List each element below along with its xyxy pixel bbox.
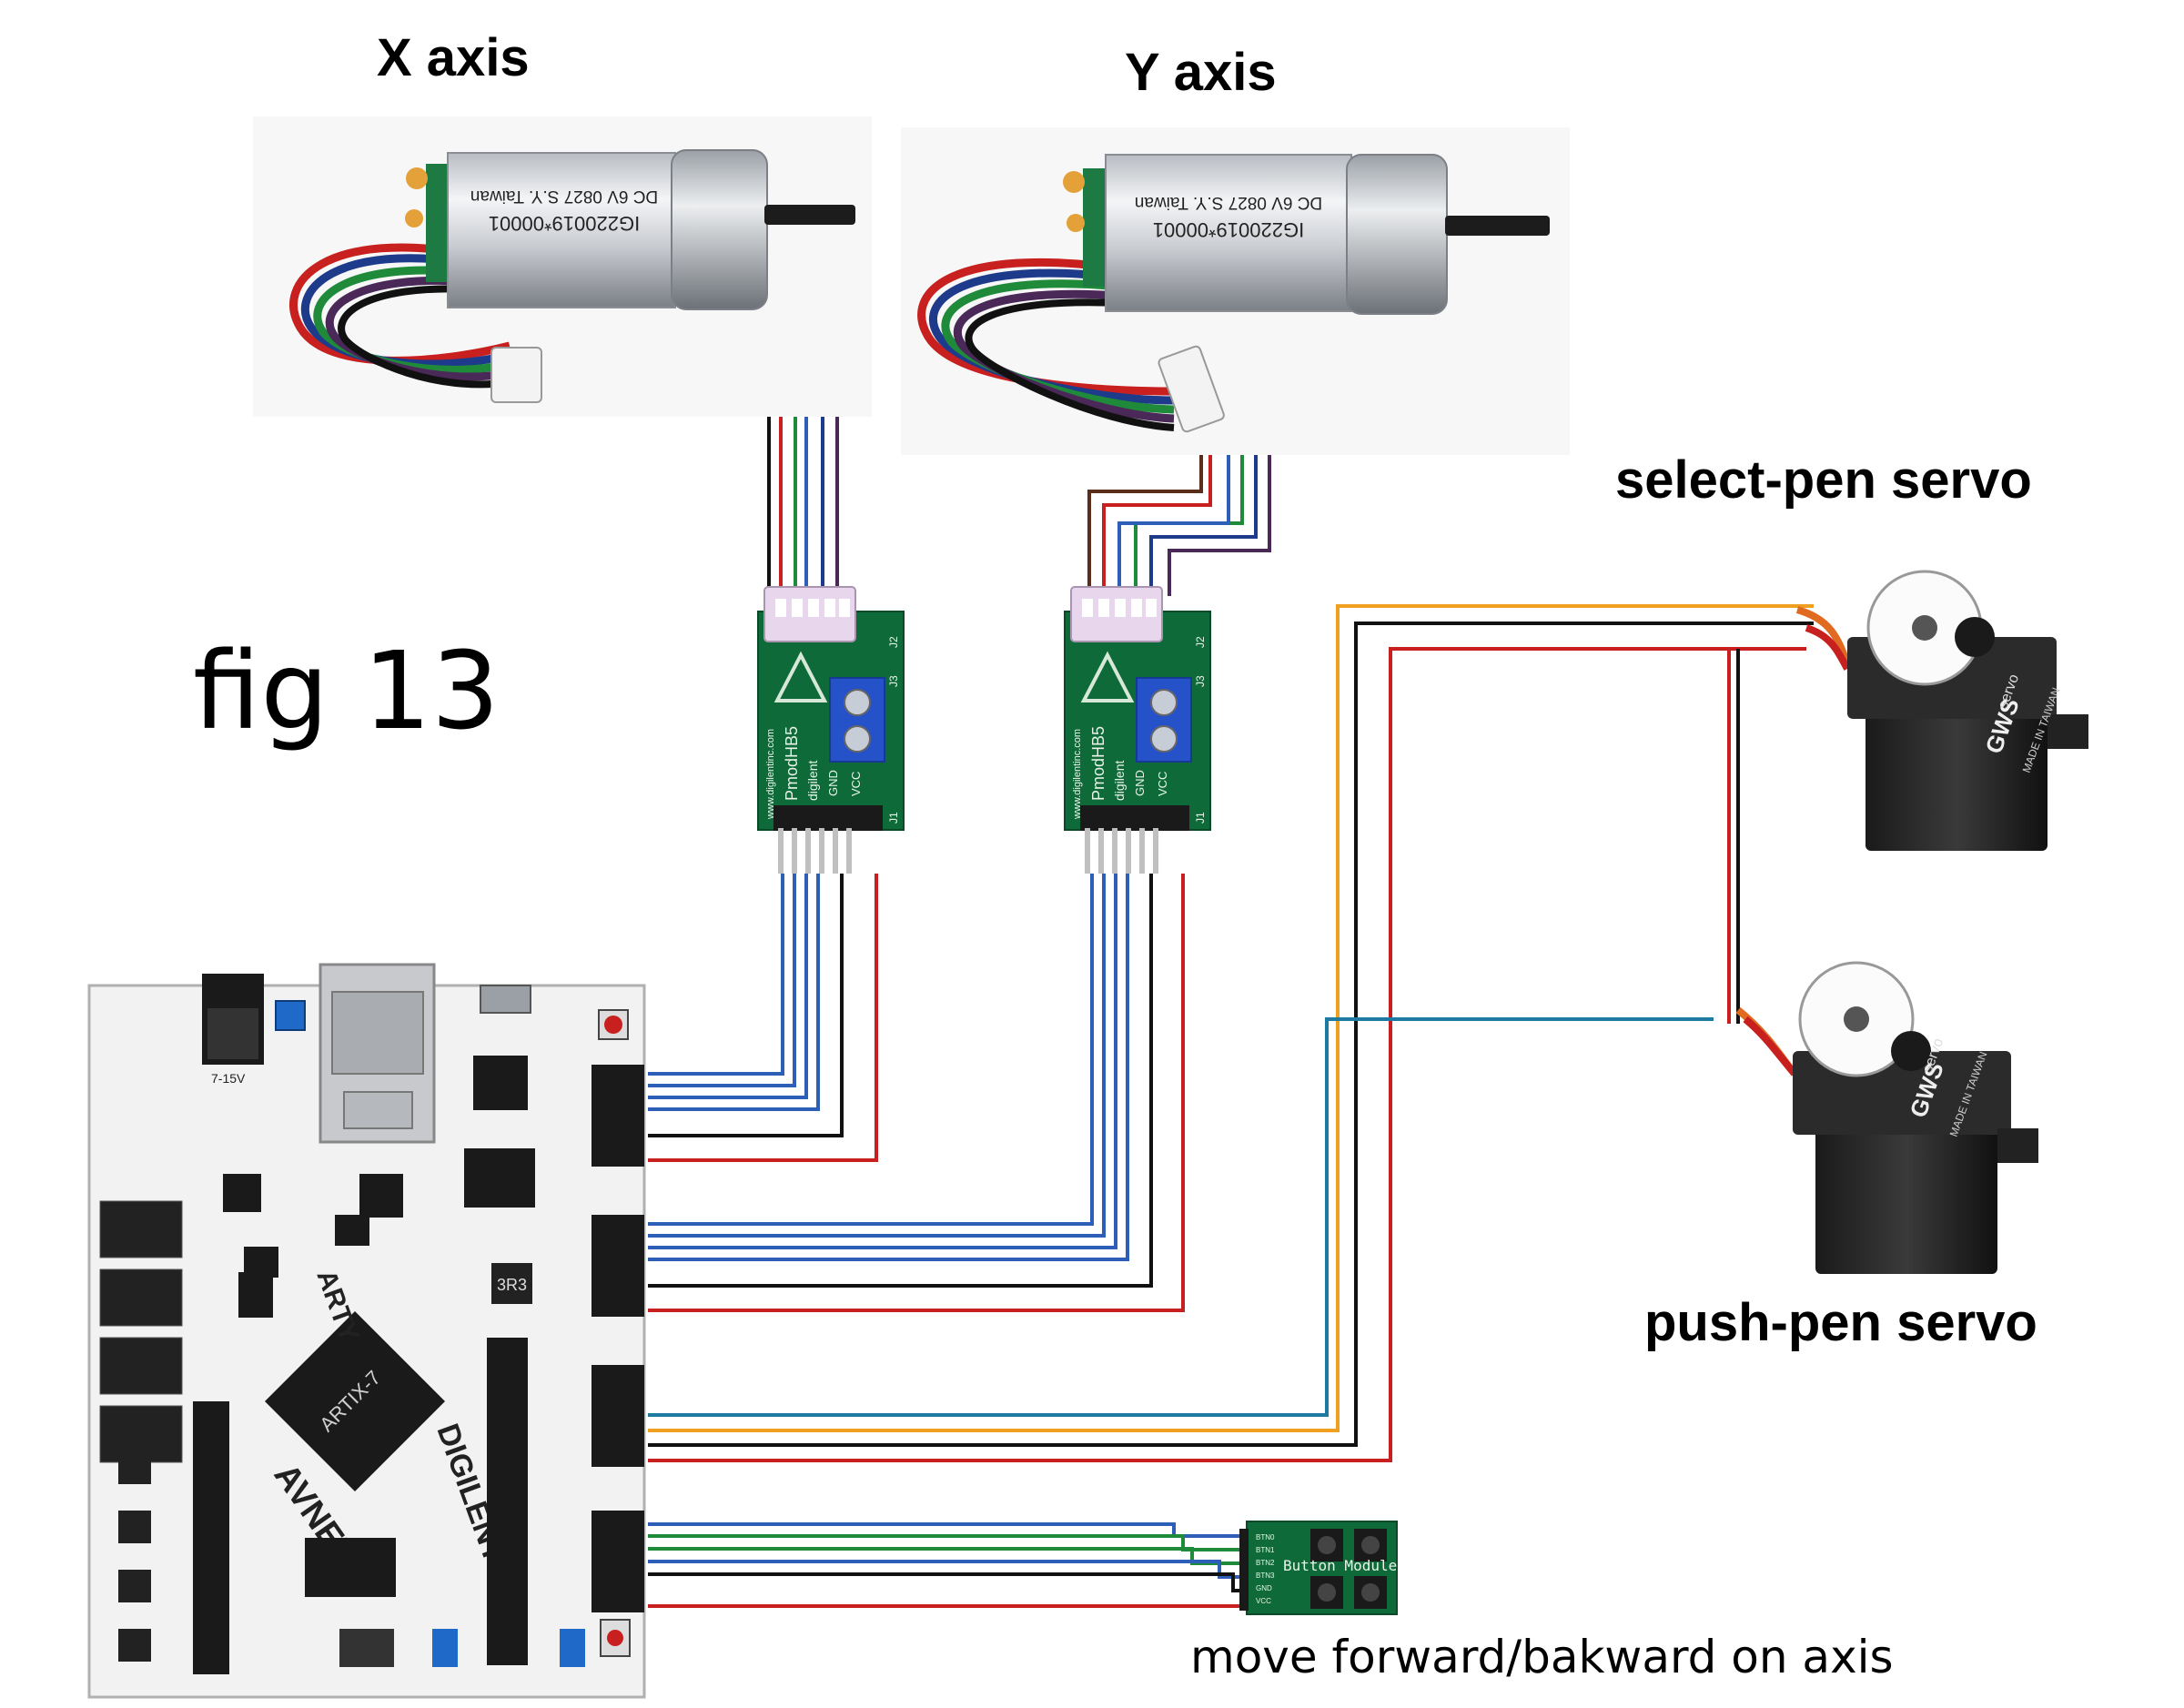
svg-text:www.digilentinc.com: www.digilentinc.com [765, 729, 776, 820]
wire-x-blue [539, 385, 808, 596]
y-axis-motor: IG220019*00001 DC 6V 0827 S.Y. Taiwan [901, 127, 1570, 455]
button-module: Button Module BTN0 BTN1 BTN2 BTN3 GND VC… [1239, 1521, 1398, 1615]
pmod-hb5-y: PmodHB5 digilent www.digilentinc.com GND… [1064, 586, 1211, 874]
svg-text:www.digilentinc.com: www.digilentinc.com [1072, 729, 1083, 820]
push-pen-servo: GWS servo MADE IN TAIWAN [1735, 961, 2038, 1274]
svg-text:BTN1: BTN1 [1256, 1546, 1275, 1554]
button-module-wires [648, 1522, 1245, 1608]
svg-text:J1: J1 [1194, 812, 1207, 824]
motor-y-label-line1: IG220019*00001 [1153, 218, 1304, 241]
svg-text:digilent: digilent [805, 761, 820, 801]
board-power-label: 7-15V [211, 1071, 246, 1086]
svg-text:VCC: VCC [1156, 772, 1169, 796]
select-pen-servo-label: select-pen servo [1615, 450, 2032, 510]
figure-label: fig 13 [193, 628, 500, 753]
svg-text:VCC: VCC [849, 772, 863, 796]
y-axis-label: Y axis [1125, 43, 1277, 102]
push-servo-wires [648, 649, 1740, 1417]
arty-fpga-board: 7-15V 3R3 ARTIX-7 ARTY DIGILENT AVNET [87, 963, 646, 1699]
svg-text:J2: J2 [1194, 636, 1207, 648]
wire-x-red [528, 399, 783, 596]
button-module-title: Button Module [1283, 1557, 1397, 1574]
svg-text:BTN3: BTN3 [1256, 1572, 1275, 1580]
pmod-hb5-x: PmodHB5 digilent www.digilentinc.com GND… [757, 586, 905, 874]
svg-text:J1: J1 [887, 812, 900, 824]
svg-text:J2: J2 [887, 636, 900, 648]
button-module-caption: move forward/bakward on axis [1190, 1631, 1894, 1683]
svg-text:BTN0: BTN0 [1256, 1533, 1275, 1541]
motor-y-label-line2: DC 6V 0827 S.Y. Taiwan [1135, 193, 1322, 212]
select-pen-servo: GWS servo MADE IN TAIWAN [1795, 570, 2088, 851]
svg-text:J3: J3 [1194, 675, 1207, 687]
svg-text:GND: GND [826, 770, 840, 796]
push-pen-servo-label: push-pen servo [1644, 1293, 2037, 1352]
svg-text:GND: GND [1256, 1584, 1272, 1592]
motor-x-label-line1: IG220019*00001 [489, 212, 640, 235]
svg-text:PmodHB5: PmodHB5 [1089, 726, 1107, 801]
wire-y-brown [1087, 435, 1203, 596]
pmod-b-to-board-wires [648, 874, 1185, 1312]
svg-text:J3: J3 [887, 675, 900, 687]
svg-text:GND: GND [1133, 770, 1147, 796]
wire-x-black [521, 409, 771, 596]
svg-text:VCC: VCC [1256, 1597, 1271, 1605]
motor-x-label-line2: DC 6V 0827 S.Y. Taiwan [470, 187, 658, 206]
svg-text:digilent: digilent [1112, 761, 1127, 801]
x-axis-motor: IG220019*00001 DC 6V 0827 S.Y. Taiwan [253, 116, 872, 417]
pmod-a-to-board-wires [648, 874, 878, 1162]
x-axis-label: X axis [377, 28, 530, 87]
board-ic-label: 3R3 [497, 1276, 527, 1294]
svg-text:BTN2: BTN2 [1256, 1559, 1275, 1567]
svg-text:PmodHB5: PmodHB5 [783, 726, 801, 801]
